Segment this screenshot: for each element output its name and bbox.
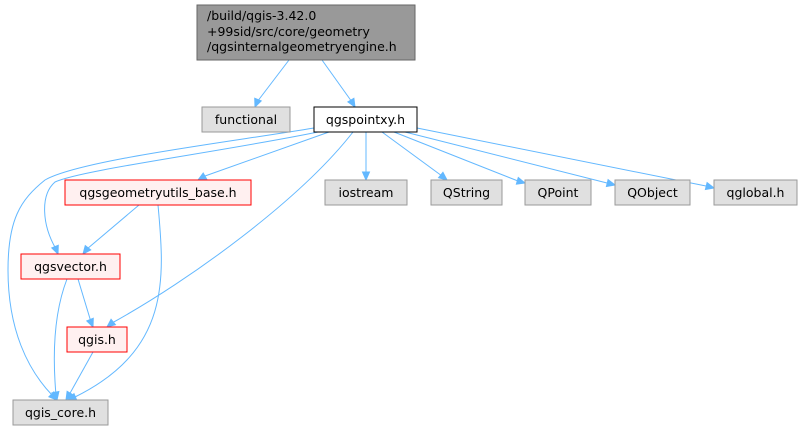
edge-qgis-to-qgis-core: [65, 351, 94, 402]
arrowhead: [254, 97, 263, 109]
node-root-line-1: /build/qgis-3.42.0: [207, 8, 316, 23]
node-qpoint-label: QPoint: [538, 185, 579, 200]
node-qglobal[interactable]: qglobal.h: [713, 179, 798, 206]
node-qgis-core[interactable]: qgis_core.h: [12, 399, 109, 426]
node-qgsvector-label: qgsvector.h: [34, 259, 107, 274]
arrowhead: [82, 244, 92, 255]
arrowhead: [85, 317, 94, 329]
edges-layer: [7, 59, 716, 402]
edge-qgspointxy-to-qglobal: [416, 127, 716, 191]
arrowhead: [515, 176, 527, 185]
edge-qgspointxy-to-qgsvector: [44, 131, 319, 256]
edge-qgspointxy-to-qgsgeometryutils-base: [196, 131, 330, 181]
node-qgspointxy[interactable]: qgspointxy.h: [313, 106, 418, 133]
node-root-file[interactable]: /build/qgis-3.42.0 +99sid/src/core/geome…: [196, 4, 416, 61]
edge-qgspointxy-to-qstring: [381, 131, 448, 181]
edge-root-to-functional: [254, 59, 290, 109]
node-functional[interactable]: functional: [201, 106, 291, 133]
arrowhead: [106, 318, 117, 328]
node-functional-label: functional: [215, 112, 277, 127]
edge-root-to-qgspointxy: [321, 59, 356, 109]
node-qgis-core-label: qgis_core.h: [25, 405, 96, 420]
edge-qgsvector-to-qgis-core: [51, 278, 68, 402]
arrowhead: [51, 390, 60, 402]
node-qobject[interactable]: QObject: [614, 179, 691, 206]
node-qgsgeometryutils-base-label: qgsgeometryutils_base.h: [79, 185, 236, 200]
arrowhead: [605, 178, 617, 188]
edge-qgspointxy-to-qgis: [106, 131, 354, 328]
node-iostream-label: iostream: [339, 185, 394, 200]
arrowhead: [704, 181, 716, 191]
node-qgsgeometryutils-base[interactable]: qgsgeometryutils_base.h: [64, 179, 252, 206]
node-root-line-3: /qgsinternalgeometryengine.h: [207, 39, 397, 54]
node-qgis-label: qgis.h: [78, 332, 116, 347]
node-qgsvector[interactable]: qgsvector.h: [20, 253, 121, 280]
edge-qgsvector-to-qgis: [77, 278, 94, 329]
edge-qgsgeometryutils-base-to-qgsvector: [82, 204, 140, 255]
nodes-layer: /build/qgis-3.42.0 +99sid/src/core/geome…: [12, 4, 798, 426]
arrowhead: [437, 171, 448, 181]
edge-qgspointxy-to-qpoint: [393, 131, 527, 185]
node-root-line-2: +99sid/src/core/geometry: [207, 24, 370, 39]
node-qgis[interactable]: qgis.h: [66, 326, 128, 353]
edge-qgspointxy-to-iostream: [361, 132, 371, 182]
node-qgspointxy-label: qgspointxy.h: [326, 112, 405, 127]
node-qstring[interactable]: QString: [430, 179, 503, 206]
arrowhead: [361, 171, 371, 182]
edge-qgspointxy-to-qobject: [404, 131, 617, 188]
node-qglobal-label: qglobal.h: [727, 185, 785, 200]
arrowhead: [346, 97, 356, 109]
node-qstring-label: QString: [443, 185, 490, 200]
arrowhead: [65, 390, 75, 402]
node-qobject-label: QObject: [627, 185, 678, 200]
node-iostream[interactable]: iostream: [324, 179, 408, 206]
arrowhead: [196, 172, 208, 181]
node-qpoint[interactable]: QPoint: [524, 179, 592, 206]
arrowhead: [50, 244, 59, 256]
